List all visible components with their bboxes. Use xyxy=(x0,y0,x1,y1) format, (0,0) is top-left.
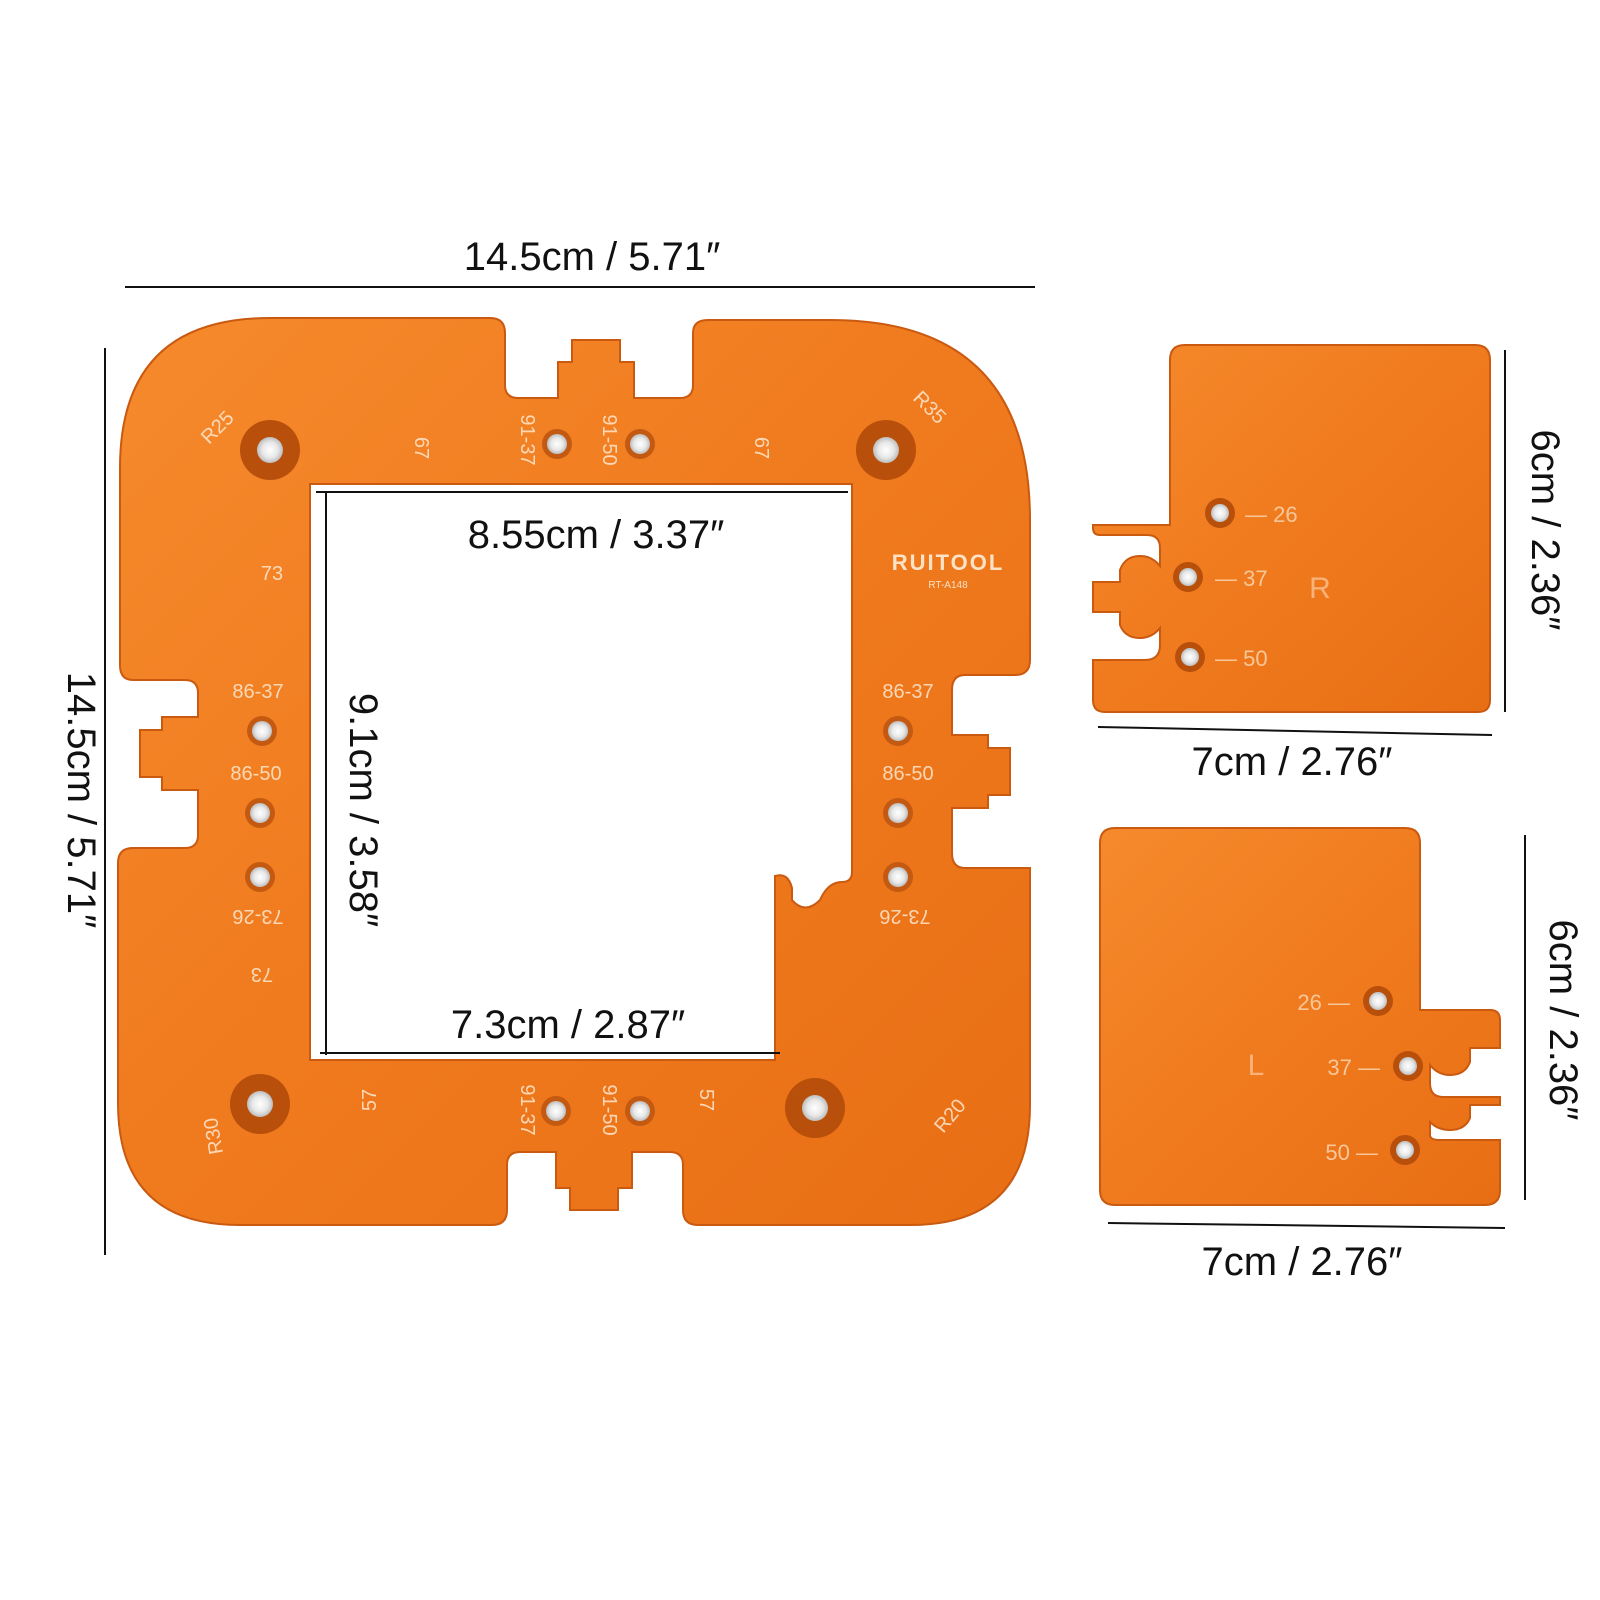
label-bottom-91-50: 91-50 xyxy=(598,1084,620,1135)
right-mark-26: — 26 xyxy=(1245,502,1298,527)
label-inner-bottom-width: 7.3cm / 2.87″ xyxy=(451,1003,685,1047)
left-plate-body xyxy=(1099,827,1501,1206)
holes-right-column xyxy=(883,716,913,892)
hole-corner-br xyxy=(785,1078,845,1138)
right-mark-37: — 37 xyxy=(1215,566,1268,591)
right-plate-body xyxy=(1092,344,1491,713)
label-top-91-37: 91-37 xyxy=(516,414,538,465)
label-top-91-50: 91-50 xyxy=(598,414,620,465)
model-number: RT-A148 xyxy=(928,580,968,591)
main-dimension-lines xyxy=(104,286,1035,1255)
label-right-86-50: 86-50 xyxy=(882,763,933,785)
label-bottom-57-right: 57 xyxy=(695,1089,717,1111)
dim-line-right-plate-width xyxy=(1097,726,1493,736)
left-mark-50: 50 — xyxy=(1325,1140,1378,1165)
left-mark-26: 26 — xyxy=(1297,990,1350,1015)
label-bottom-91-37: 91-37 xyxy=(516,1084,538,1135)
label-left-86-50: 86-50 xyxy=(230,763,281,785)
label-right-73-26: 73-26 xyxy=(879,905,930,927)
label-main-height: 14.5cm / 5.71″ xyxy=(59,672,103,929)
right-plate-letter: R xyxy=(1309,572,1331,605)
label-right-86-37: 86-37 xyxy=(882,681,933,703)
right-mark-50: — 50 xyxy=(1215,646,1268,671)
label-inner-height: 9.1cm / 3.58″ xyxy=(341,693,385,927)
left-small-plate: 26 — 37 — 50 — L xyxy=(1099,827,1501,1206)
main-plate-body xyxy=(117,317,1031,1226)
left-plate-letter: L xyxy=(1248,1049,1265,1082)
label-right-plate-height: 6cm / 2.36″ xyxy=(1523,430,1567,631)
label-left-86-37: 86-37 xyxy=(232,681,283,703)
label-top-67-right: 67 xyxy=(750,437,772,459)
left-plate-holes xyxy=(1363,986,1423,1165)
label-left-73-26: 73-26 xyxy=(232,905,283,927)
label-main-width: 14.5cm / 5.71″ xyxy=(464,235,721,279)
label-left-plate-height: 6cm / 2.36″ xyxy=(1541,920,1585,1121)
label-top-67-left: 67 xyxy=(410,437,432,459)
label-left-73-top: 73 xyxy=(261,563,283,585)
label-left-73-bottom: 73 xyxy=(251,963,273,985)
brand-logo: RUITOOL xyxy=(892,550,1005,575)
holes-bottom-row xyxy=(541,1096,655,1126)
label-right-plate-width: 7cm / 2.76″ xyxy=(1192,740,1393,784)
label-inner-top-width: 8.55cm / 3.37″ xyxy=(468,513,725,557)
holes-top-row xyxy=(542,429,655,459)
hole-corner-tr xyxy=(856,420,916,480)
holes-left-column xyxy=(245,716,277,892)
label-left-plate-width: 7cm / 2.76″ xyxy=(1202,1240,1403,1284)
label-bottom-57-left: 57 xyxy=(359,1089,381,1111)
main-template-plate: R25 R35 R30 R20 RUITOOL RT-A148 67 67 91… xyxy=(117,317,1031,1226)
hole-corner-tl xyxy=(240,420,300,480)
right-small-plate: — 26 — 37 — 50 R xyxy=(1092,344,1491,713)
right-plate-holes xyxy=(1173,498,1235,672)
hole-corner-bl xyxy=(230,1074,290,1134)
dim-line-left-plate-width xyxy=(1107,1222,1506,1229)
left-mark-37: 37 — xyxy=(1327,1055,1380,1080)
